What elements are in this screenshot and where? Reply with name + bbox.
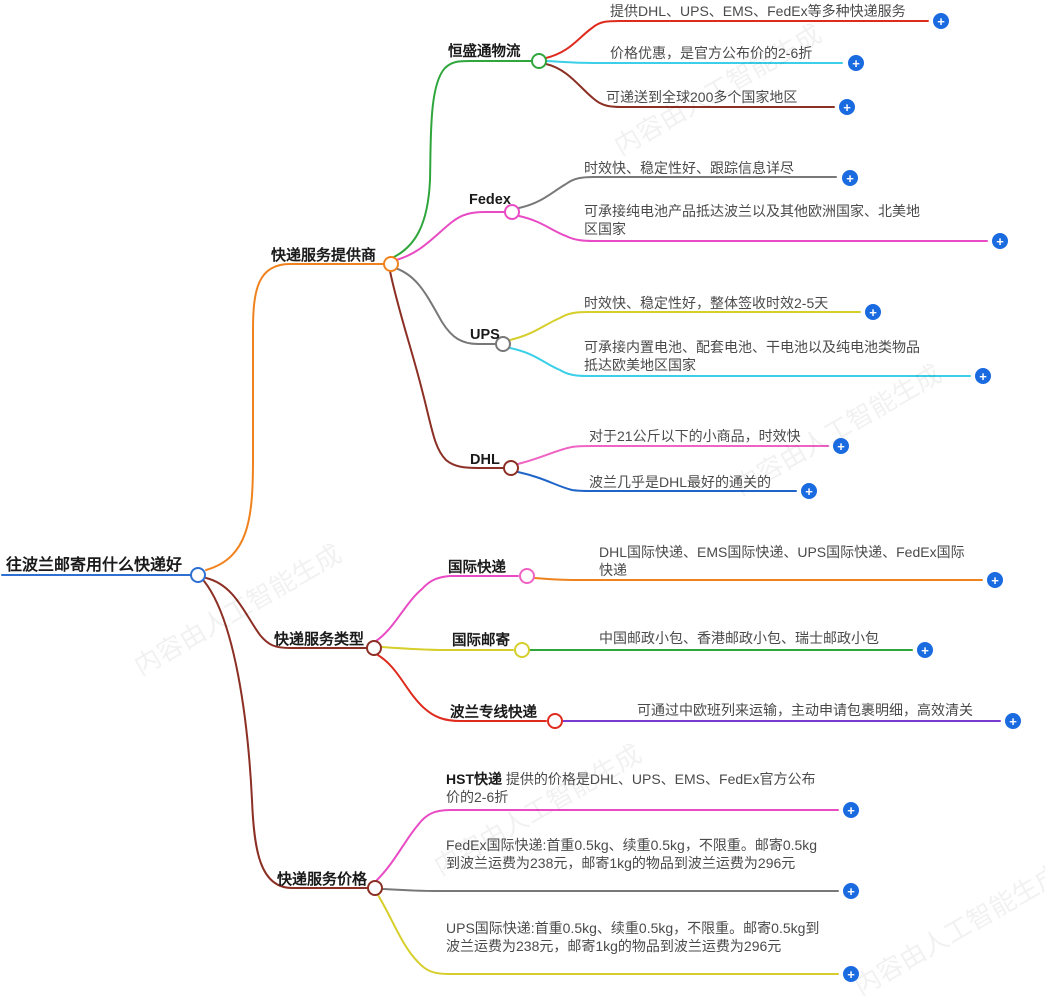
expand-button-fedex-battery[interactable]: + — [992, 233, 1008, 249]
node-dot-hengshengtong[interactable] — [531, 53, 547, 69]
plus-icon: + — [843, 99, 851, 115]
leaf-hengshengtong-discount[interactable]: 价格优惠，是官方公布价的2-6折 — [610, 45, 813, 61]
topic-types-label[interactable]: 快递服务类型 — [274, 631, 365, 648]
plus-icon: + — [1009, 713, 1017, 729]
root-node-label[interactable]: 往波兰邮寄用什么快递好 — [6, 557, 183, 574]
expand-button-international-post[interactable]: + — [917, 642, 933, 658]
node-dhl-label[interactable]: DHL — [470, 452, 500, 468]
expand-button-hengshengtong-coverage[interactable]: + — [839, 99, 855, 115]
node-dot-international-express[interactable] — [519, 568, 535, 584]
plus-icon: + — [869, 304, 877, 320]
leaf-ups-price[interactable]: UPS国际快递:首重0.5kg、续重0.5kg，不限重。邮寄0.5kg到波兰运费… — [446, 920, 820, 954]
expand-button-hengshengtong-services[interactable]: + — [933, 13, 949, 29]
expand-button-fedex-price[interactable]: + — [843, 883, 859, 899]
leaf-poland-line-desc[interactable]: 可通过中欧班列来运输，主动申请包裹明细，高效清关 — [637, 702, 973, 718]
hst-rest-text: 提供的价格是DHL、UPS、EMS、FedEx官方公布价的2-6折 — [446, 771, 816, 805]
plus-icon: + — [921, 642, 929, 658]
hst-brand-text: HST快递 — [446, 771, 502, 787]
expand-button-dhl-small-goods[interactable]: + — [833, 438, 849, 454]
expand-button-ups-speed[interactable]: + — [865, 304, 881, 320]
node-dot-fedex[interactable] — [504, 204, 520, 220]
leaf-fedex-battery[interactable]: 可承接纯电池产品抵达波兰以及其他欧洲国家、北美地区国家 — [584, 203, 920, 237]
expand-button-dhl-customs[interactable]: + — [801, 483, 817, 499]
node-international-post-label[interactable]: 国际邮寄 — [452, 633, 510, 649]
topic-providers-label[interactable]: 快递服务提供商 — [271, 247, 377, 264]
leaf-ups-speed[interactable]: 时效快、稳定性好，整体签收时效2-5天 — [584, 295, 829, 311]
plus-icon: + — [805, 483, 813, 499]
expand-button-ups-price[interactable]: + — [843, 966, 859, 982]
node-poland-line-label[interactable]: 波兰专线快递 — [450, 705, 537, 721]
plus-icon: + — [846, 170, 854, 186]
leaf-hengshengtong-coverage[interactable]: 可递送到全球200多个国家地区 — [606, 89, 798, 105]
leaf-international-post-list[interactable]: 中国邮政小包、香港邮政小包、瑞士邮政小包 — [599, 630, 879, 646]
leaf-dhl-customs[interactable]: 波兰几乎是DHL最好的通关的 — [589, 474, 772, 490]
node-dot-prices[interactable] — [367, 880, 383, 896]
leaf-ups-battery[interactable]: 可承接内置电池、配套电池、干电池以及纯电池类物品抵达欧美地区国家 — [584, 339, 920, 373]
leaf-hengshengtong-services[interactable]: 提供DHL、UPS、EMS、FedEx等多种快递服务 — [610, 3, 906, 19]
node-fedex-label[interactable]: Fedex — [469, 192, 511, 208]
expand-button-hengshengtong-discount[interactable]: + — [848, 55, 864, 71]
expand-button-international-express[interactable]: + — [987, 572, 1003, 588]
node-dot-root[interactable] — [190, 567, 206, 583]
plus-icon: + — [847, 883, 855, 899]
plus-icon: + — [937, 13, 945, 29]
node-dot-international-post[interactable] — [514, 642, 530, 658]
expand-button-hst-price[interactable]: + — [843, 802, 859, 818]
leaf-fedex-price[interactable]: FedEx国际快递:首重0.5kg、续重0.5kg，不限重。邮寄0.5kg到波兰… — [446, 837, 818, 871]
topic-prices-label[interactable]: 快递服务价格 — [277, 871, 368, 888]
node-international-express-label[interactable]: 国际快递 — [448, 560, 506, 576]
plus-icon: + — [837, 438, 845, 454]
node-hengshengtong-label[interactable]: 恒盛通物流 — [448, 44, 521, 60]
leaf-dhl-small-goods[interactable]: 对于21公斤以下的小商品，时效快 — [589, 428, 801, 444]
plus-icon: + — [979, 368, 987, 384]
expand-button-fedex-speed[interactable]: + — [842, 170, 858, 186]
expand-button-poland-line[interactable]: + — [1005, 713, 1021, 729]
node-dot-providers[interactable] — [383, 256, 399, 272]
plus-icon: + — [847, 802, 855, 818]
node-dot-types[interactable] — [366, 640, 382, 656]
expand-button-ups-battery[interactable]: + — [975, 368, 991, 384]
plus-icon: + — [847, 966, 855, 982]
plus-icon: + — [991, 572, 999, 588]
plus-icon: + — [996, 233, 1004, 249]
plus-icon: + — [852, 55, 860, 71]
leaf-fedex-speed[interactable]: 时效快、稳定性好、跟踪信息详尽 — [584, 160, 794, 176]
leaf-international-express-list[interactable]: DHL国际快递、EMS国际快递、UPS国际快递、FedEx国际快递 — [599, 544, 965, 578]
node-dot-dhl[interactable] — [503, 460, 519, 476]
leaf-hst-price[interactable]: HST快递 提供的价格是DHL、UPS、EMS、FedEx官方公布价的2-6折 — [446, 770, 828, 806]
node-dot-poland-line[interactable] — [547, 713, 563, 729]
node-dot-ups[interactable] — [495, 336, 511, 352]
node-ups-label[interactable]: UPS — [470, 327, 500, 343]
